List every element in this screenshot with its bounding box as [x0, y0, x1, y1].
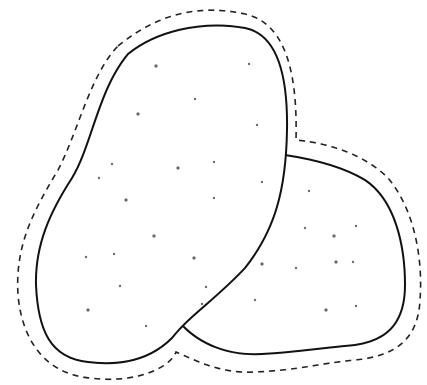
dot — [124, 198, 127, 201]
dot — [154, 64, 157, 67]
dot — [213, 197, 215, 199]
dot — [145, 325, 147, 327]
dot — [176, 166, 179, 169]
dot — [355, 225, 357, 227]
dot — [260, 262, 263, 265]
dot — [304, 227, 306, 229]
dot — [111, 163, 113, 165]
dot — [248, 63, 250, 65]
dot — [205, 286, 207, 288]
dot — [324, 308, 327, 311]
dot — [352, 261, 354, 263]
dot — [254, 299, 256, 301]
dot — [295, 267, 297, 269]
dot — [85, 256, 87, 258]
dot — [98, 177, 100, 179]
dot — [152, 234, 155, 237]
dot — [334, 260, 337, 263]
dot — [86, 308, 89, 311]
dot — [332, 234, 335, 237]
dot — [213, 161, 215, 163]
dot — [194, 98, 196, 100]
dot — [256, 124, 258, 126]
dot — [308, 190, 310, 192]
dot — [355, 305, 357, 307]
dot — [119, 285, 121, 287]
dot — [136, 112, 139, 115]
dot — [201, 303, 203, 305]
dot — [192, 256, 195, 259]
dot — [113, 253, 115, 255]
dot — [261, 181, 263, 183]
